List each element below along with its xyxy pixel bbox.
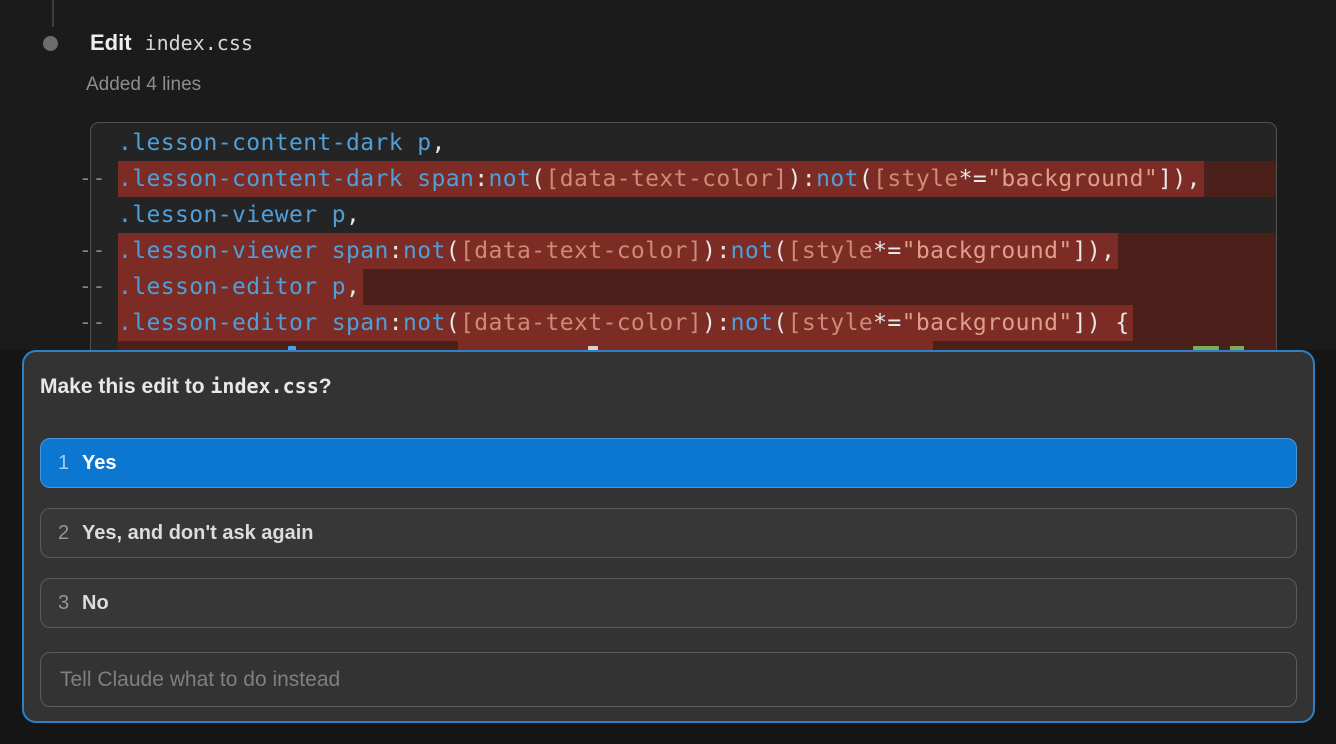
option-label: Yes, and don't ask again <box>82 521 314 544</box>
removed-line-marker: -- <box>79 238 107 262</box>
option-number: 1 <box>58 451 70 474</box>
feedback-input[interactable] <box>40 652 1297 707</box>
edit-header: Edit index.css <box>90 30 253 56</box>
code-lines: .lesson-content-dark p, .lesson-content-d… <box>91 125 1276 352</box>
diff-code-block: .lesson-content-dark p, .lesson-content-d… <box>90 122 1277 352</box>
removed-line-marker: -- <box>79 310 107 334</box>
removed-line-marker: -- <box>79 274 107 298</box>
dialog-option-2[interactable]: 2 Yes, and don't ask again <box>40 508 1297 558</box>
dialog-option-1[interactable]: 1 Yes <box>40 438 1297 488</box>
tool-call-bullet-icon <box>43 36 58 51</box>
removed-line-marker: -- <box>79 166 107 190</box>
code-line-removed: .lesson-content-dark span:not([data-text… <box>91 161 1276 197</box>
code-line-removed: .lesson-viewer span:not([data-text-color… <box>91 233 1276 269</box>
dialog-title: Make this edit to index.css? <box>40 374 332 399</box>
dialog-title-suffix: ? <box>318 375 332 398</box>
code-line-removed: .lesson-editor p, <box>91 269 1276 305</box>
thread-line <box>52 0 54 27</box>
option-label: Yes <box>82 451 117 474</box>
dialog-title-prefix: Make this edit to <box>40 375 211 398</box>
code-line: .lesson-viewer p, <box>118 202 361 228</box>
option-number: 3 <box>58 591 70 614</box>
code-line-partial <box>118 341 1276 352</box>
option-label: No <box>82 591 109 614</box>
edit-file-name: index.css <box>144 31 253 55</box>
option-number: 2 <box>58 521 70 544</box>
dialog-title-file: index.css <box>210 374 319 398</box>
edit-summary: Added 4 lines <box>86 74 202 95</box>
edit-confirmation-dialog: Make this edit to index.css? 1 Yes 2 Yes, a… <box>22 350 1315 723</box>
edit-action-label: Edit <box>90 30 132 55</box>
dialog-option-3[interactable]: 3 No <box>40 578 1297 628</box>
code-line: .lesson-content-dark p, <box>118 130 446 156</box>
code-line-removed: .lesson-editor span:not([data-text-color… <box>91 305 1276 341</box>
